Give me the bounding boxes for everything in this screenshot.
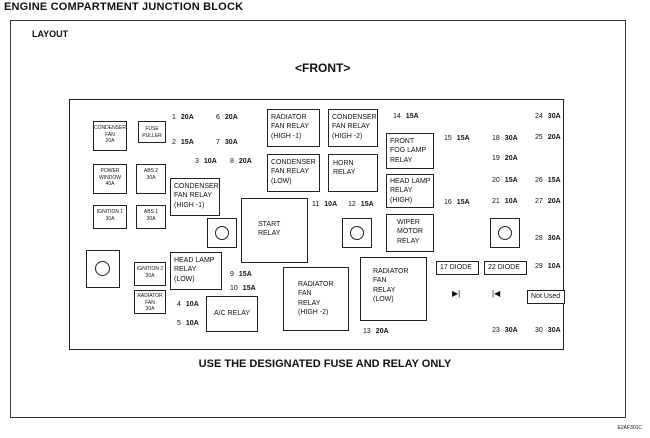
condenser-fan-fuse: CONDENSER FAN 20A <box>93 121 127 151</box>
diode-17: 17 DIODE <box>436 261 479 275</box>
mount-hole <box>207 218 237 248</box>
figure-code: E2AF301C <box>617 425 642 431</box>
diode-22: 22 DIODE <box>484 261 527 275</box>
head-lamp-relay-high: HEAD LAMP RELAY (HIGH) <box>386 174 434 208</box>
mount-hole <box>490 218 520 248</box>
radiator-fan-relay-low: RADIATOR FAN RELAY (LOW) <box>360 257 427 321</box>
abs2-fuse: ABS 2 30A <box>136 164 166 194</box>
radiator-fan-relay-high1: RADIATOR FAN RELAY (HIGH -1) <box>267 109 320 147</box>
front-label: FRONT <box>302 61 344 75</box>
radiator-fan-relay-high2: RADIATOR FAN RELAY (HIGH -2) <box>283 267 349 331</box>
radiator-fan-fuse: RADIATOR FAN 30A <box>134 290 166 314</box>
head-lamp-relay-low: HEAD LAMP RELAY (LOW) <box>170 252 222 290</box>
diagram-title: ENGINE COMPARTMENT JUNCTION BLOCK <box>4 1 244 13</box>
mounting-tab <box>86 250 120 288</box>
condenser-fan-relay-low: CONDENSER FAN RELAY (LOW) <box>267 154 320 192</box>
front-fog-lamp-relay: FRONT FOG LAMP RELAY <box>386 133 434 169</box>
not-used-slot: Not Used <box>527 290 565 304</box>
ignition1-fuse: IGNITION 1 30A <box>93 205 127 229</box>
section-label: LAYOUT <box>32 29 69 39</box>
ignition2-fuse: IGNITION 2 30A <box>134 262 166 286</box>
ac-relay: A/C RELAY <box>206 296 258 332</box>
diagram-frame <box>10 20 626 418</box>
power-window-fuse: POWER WINDOW 40A <box>93 164 127 194</box>
condenser-fan-relay-high1: CONDENSER FAN RELAY (HIGH -1) <box>170 178 220 216</box>
horn-relay: HORN RELAY <box>328 154 378 192</box>
diode-symbol: ▶| <box>452 289 461 298</box>
front-indicator: <FRONT> <box>295 61 351 75</box>
mount-hole <box>342 218 372 248</box>
condenser-fan-relay-high2: CONDENSER FAN RELAY (HIGH -2) <box>328 109 378 147</box>
mounting-hole <box>95 261 110 276</box>
diode-symbol: |◀ <box>492 289 501 298</box>
abs1-fuse: ABS 1 30A <box>136 205 166 229</box>
start-relay: START RELAY <box>241 198 308 263</box>
fuse-puller: FUSE PULLER <box>138 121 166 143</box>
wiper-motor-relay: WIPER MOTOR RELAY <box>386 214 434 252</box>
footer-note: USE THE DESIGNATED FUSE AND RELAY ONLY <box>198 358 452 370</box>
junction-block: CONDENSER FAN 20A FUSE PULLER POWER WIND… <box>69 99 565 350</box>
